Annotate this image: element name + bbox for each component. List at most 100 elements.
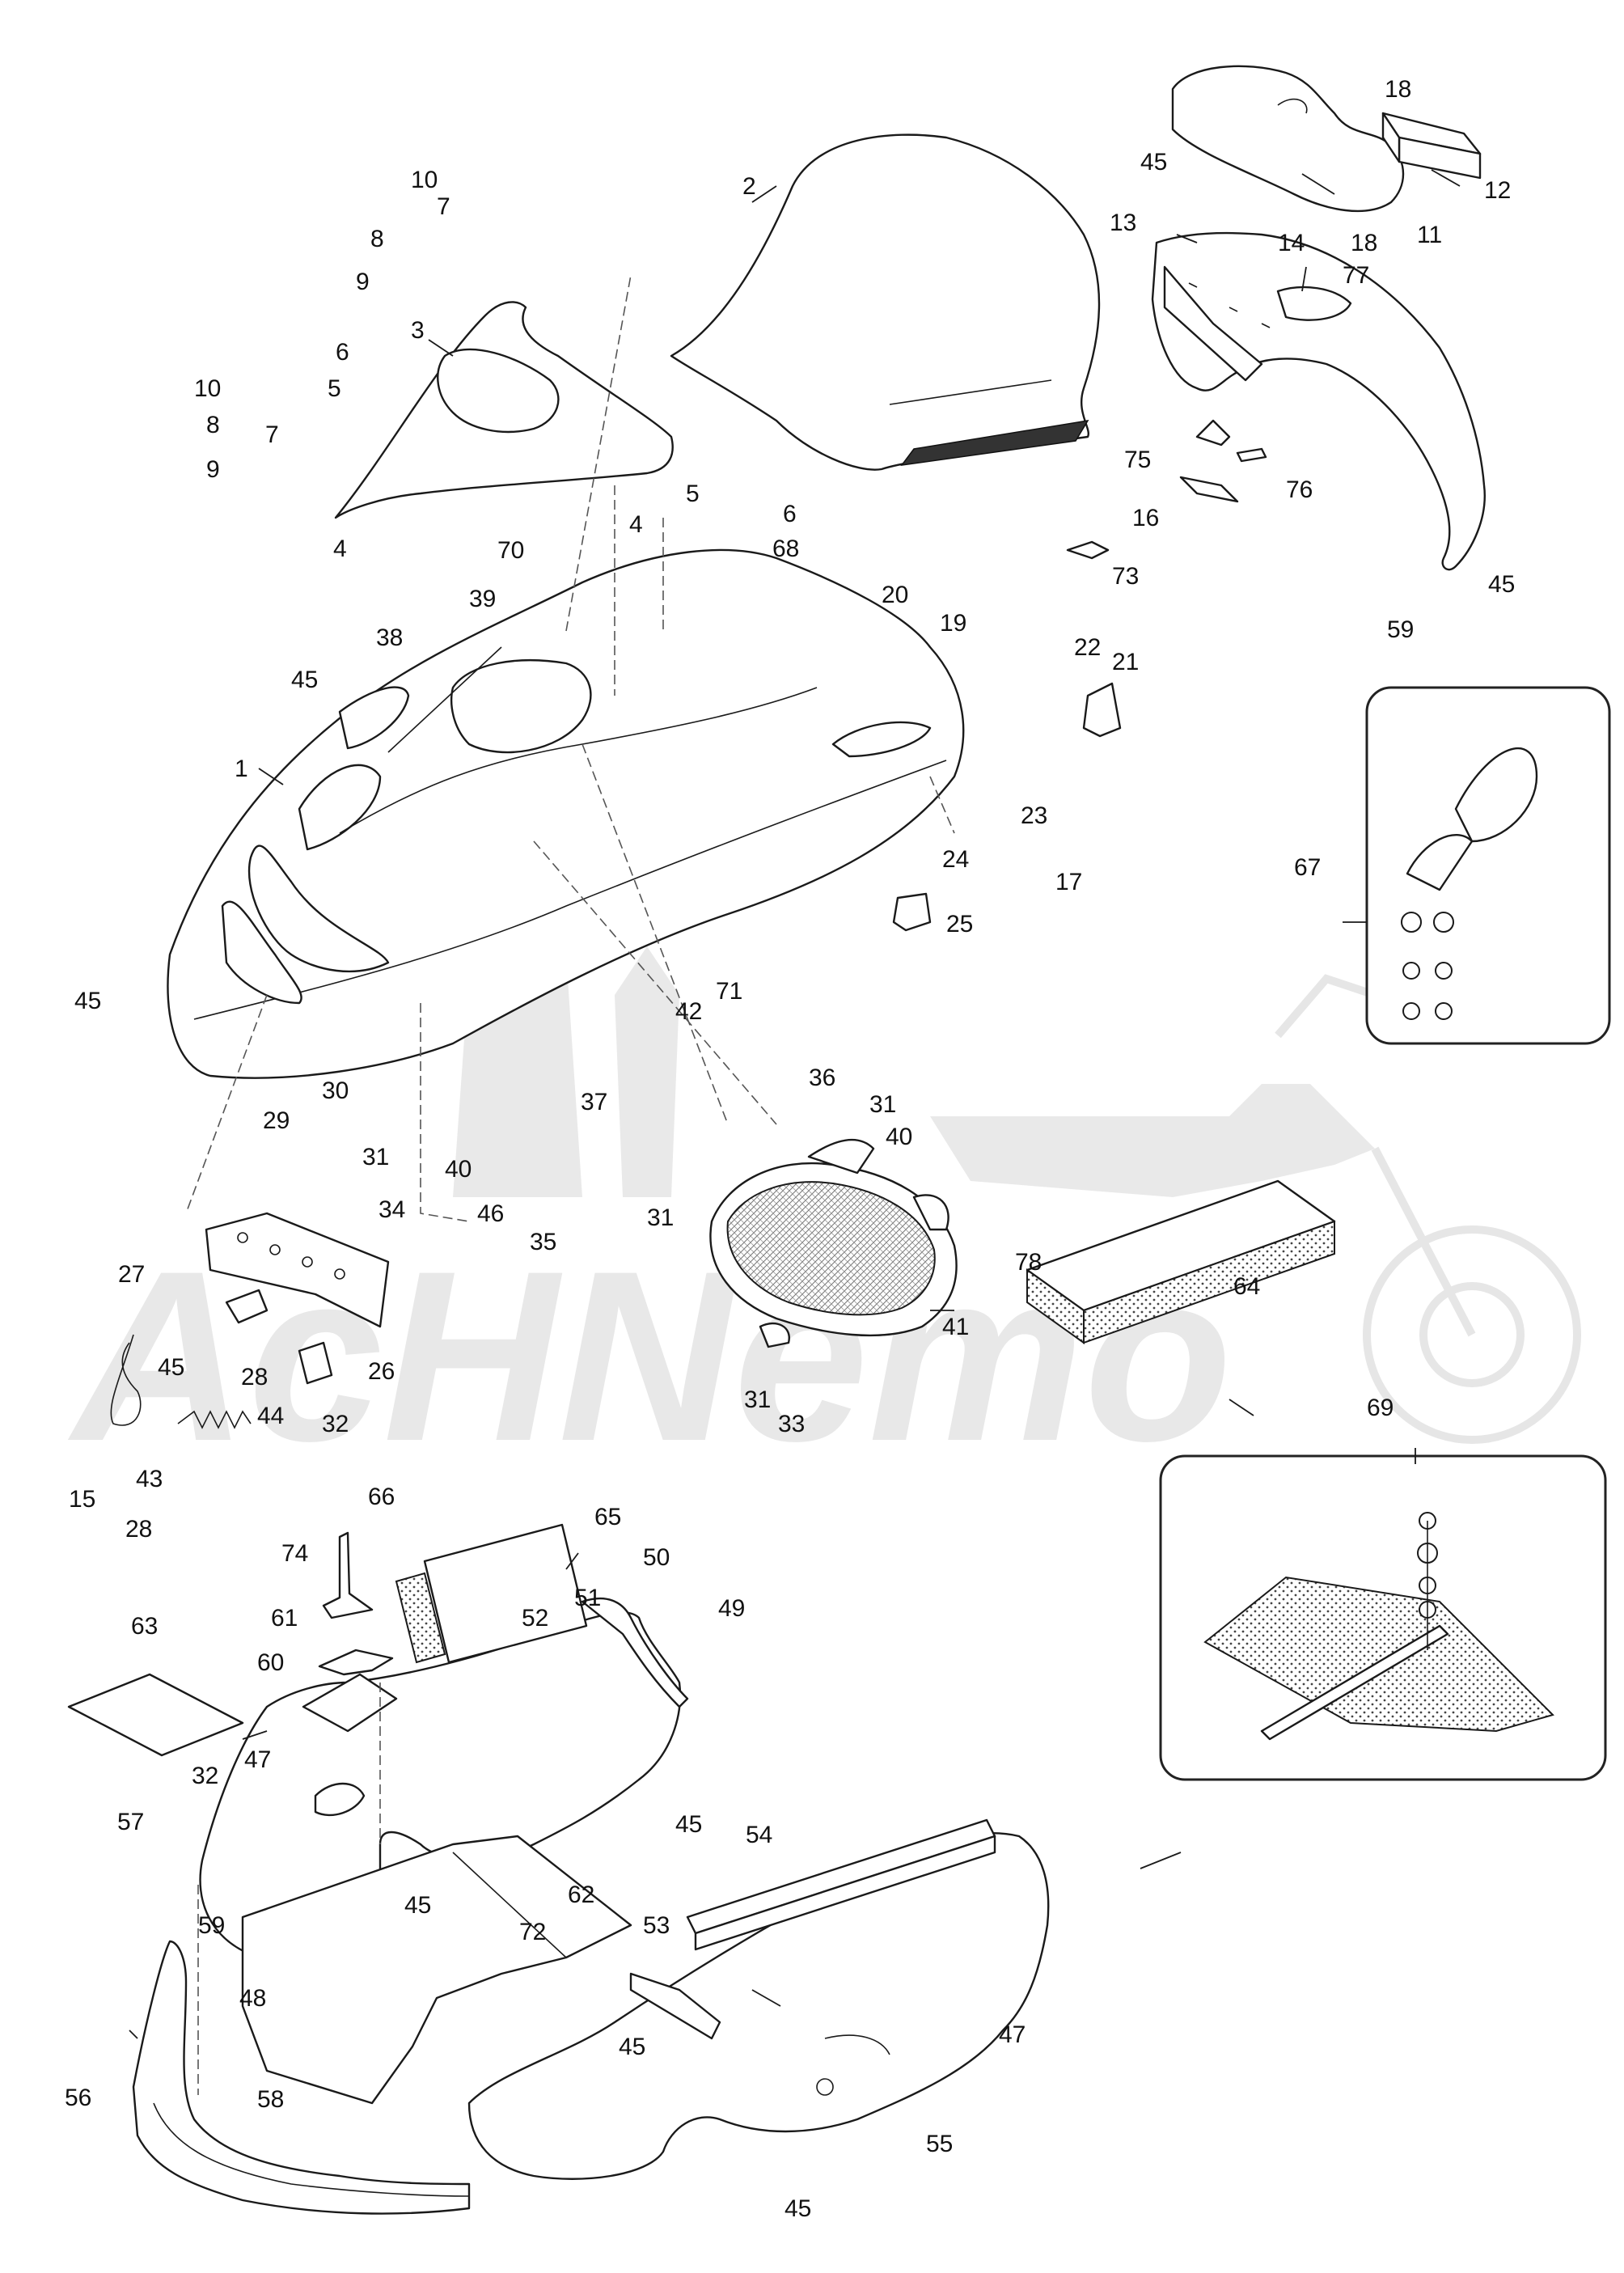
callout-62: 62	[568, 1881, 594, 1908]
callout-45: 45	[675, 1811, 702, 1838]
callout-67: 67	[1294, 854, 1321, 881]
foam-strip-part-64	[1026, 1179, 1336, 1344]
callout-76: 76	[1286, 476, 1313, 503]
callout-54: 54	[746, 1822, 772, 1848]
callout-71: 71	[716, 978, 742, 1005]
callout-73: 73	[1112, 563, 1139, 590]
callout-45: 45	[404, 1892, 431, 1919]
callout-5: 5	[686, 480, 700, 507]
callout-6: 6	[783, 501, 797, 527]
callout-50: 50	[643, 1544, 670, 1571]
callout-36: 36	[809, 1065, 835, 1091]
strip-part-53	[629, 1972, 721, 2040]
panel-part-65	[423, 1523, 588, 1664]
callout-34: 34	[379, 1196, 405, 1223]
callout-22: 22	[1074, 634, 1101, 661]
callout-40: 40	[445, 1156, 472, 1183]
callout-49: 49	[718, 1595, 745, 1622]
callout-10: 10	[194, 375, 221, 402]
callout-45: 45	[619, 2034, 645, 2060]
callout-10: 10	[411, 167, 438, 193]
inset-mirror-part-67	[1365, 686, 1611, 1045]
callout-28: 28	[125, 1516, 152, 1543]
callout-75: 75	[1124, 447, 1151, 473]
callout-63: 63	[131, 1613, 158, 1640]
callout-31: 31	[362, 1144, 389, 1170]
callout-29: 29	[263, 1107, 290, 1134]
callout-42: 42	[675, 998, 702, 1025]
callout-47: 47	[999, 2021, 1026, 2048]
callout-20: 20	[882, 582, 908, 608]
panel-part-66	[395, 1572, 446, 1664]
callout-56: 56	[65, 2085, 91, 2111]
callout-32: 32	[322, 1411, 349, 1437]
bumper-part-56	[132, 1940, 471, 2215]
callout-46: 46	[477, 1200, 504, 1227]
clip-part-21	[1082, 682, 1122, 738]
callout-16: 16	[1132, 505, 1159, 531]
latch-part-27	[225, 1289, 269, 1324]
callout-32: 32	[192, 1763, 218, 1789]
callout-51: 51	[574, 1585, 601, 1611]
callout-11: 11	[1417, 222, 1442, 248]
callout-33: 33	[778, 1411, 805, 1437]
callout-64: 64	[1233, 1273, 1260, 1300]
callout-55: 55	[926, 2131, 953, 2157]
callout-labels: 1 2 3 4 4 5 5 6 6 7 7 8 8 9 9 10 10 11 1…	[65, 76, 1515, 2222]
headlamp-part-41	[709, 1138, 958, 1348]
side-pan-part-47	[467, 1832, 1050, 2180]
callout-43: 43	[136, 1466, 163, 1492]
handle-part-73	[1066, 540, 1110, 560]
callout-27: 27	[118, 1261, 145, 1288]
callout-45: 45	[1140, 149, 1167, 176]
callout-48: 48	[239, 1985, 266, 2012]
leader-lines	[129, 169, 1461, 2039]
callout-45: 45	[1488, 571, 1515, 598]
foam-block-part-12	[1381, 112, 1482, 180]
callout-30: 30	[322, 1077, 349, 1104]
callout-53: 53	[643, 1912, 670, 1939]
callout-18: 18	[1351, 230, 1377, 256]
callout-45: 45	[74, 988, 101, 1014]
callout-1: 1	[235, 756, 248, 782]
spring-part-44	[177, 1410, 252, 1429]
rail-part-54	[686, 1818, 996, 1951]
cable-part-43	[110, 1334, 142, 1426]
callout-24: 24	[942, 846, 969, 873]
callout-15: 15	[69, 1486, 95, 1513]
callout-13: 13	[1110, 210, 1136, 236]
callout-3: 3	[411, 317, 425, 344]
callout-31: 31	[744, 1386, 771, 1413]
side-panel-part-3	[334, 301, 674, 519]
callout-45: 45	[158, 1354, 184, 1381]
callout-58: 58	[257, 2086, 284, 2113]
callout-60: 60	[257, 1649, 284, 1676]
callout-77: 77	[1343, 262, 1369, 289]
bracket-part-26	[298, 1341, 333, 1385]
callout-8: 8	[370, 226, 384, 252]
callout-59: 59	[1387, 616, 1414, 643]
callout-65: 65	[594, 1504, 621, 1530]
callout-19: 19	[940, 610, 966, 637]
callout-9: 9	[356, 269, 370, 295]
callout-61: 61	[271, 1605, 298, 1632]
callout-40: 40	[886, 1124, 912, 1150]
callout-66: 66	[368, 1484, 395, 1510]
callout-78: 78	[1015, 1249, 1042, 1276]
callout-26: 26	[368, 1358, 395, 1385]
mat-part-48	[241, 1835, 632, 2105]
callout-28: 28	[241, 1364, 268, 1390]
callout-38: 38	[376, 624, 403, 651]
alignment-lines	[185, 274, 955, 2095]
callout-4: 4	[629, 511, 643, 538]
callout-68: 68	[772, 535, 799, 562]
callout-44: 44	[257, 1403, 284, 1429]
callout-14: 14	[1278, 230, 1305, 256]
callout-2: 2	[742, 173, 756, 200]
callout-31: 31	[647, 1204, 674, 1231]
callout-72: 72	[519, 1919, 546, 1945]
hood-part-1	[167, 548, 965, 1079]
callout-8: 8	[206, 412, 220, 438]
callout-7: 7	[265, 421, 279, 448]
